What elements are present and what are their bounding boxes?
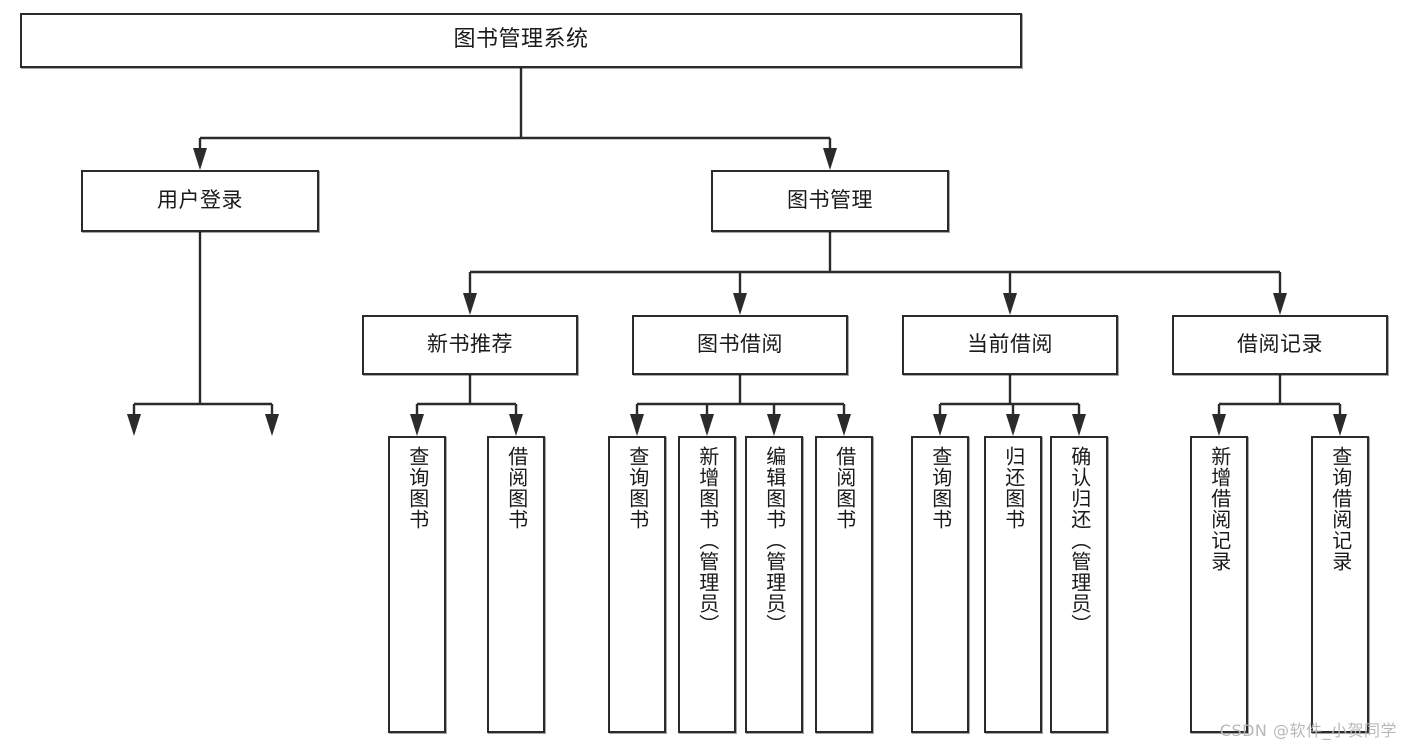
node-label-current-query-book: 查询图书 (928, 446, 953, 530)
arrow-to-current-borrow (1003, 293, 1017, 315)
node-label-borrow-edit-book-admin: 编辑图书（管理员） (762, 446, 787, 635)
node-label-user-login: 用户登录 (157, 188, 243, 213)
node-recommend-borrow-book[interactable]: 借阅图书 (487, 436, 545, 733)
node-label-current-return-book: 归还图书 (1001, 446, 1026, 530)
node-label-current-confirm-return-admin: 确认归还（管理员） (1067, 446, 1092, 635)
arrow-to-recommend-query-book (410, 414, 424, 436)
node-recommend-query-book[interactable]: 查询图书 (388, 436, 446, 733)
arrow-to-borrow-query-book (630, 414, 644, 436)
arrow-to-user-logout-action (265, 414, 279, 436)
node-user-login[interactable]: 用户登录 (81, 170, 319, 232)
arrow-to-user-login-action (127, 414, 141, 436)
node-book-management[interactable]: 图书管理 (711, 170, 949, 232)
arrow-to-recommend-borrow-book (509, 414, 523, 436)
node-root[interactable]: 图书管理系统 (20, 13, 1022, 68)
node-label-borrow-add-book-admin: 新增图书（管理员） (695, 446, 720, 635)
node-current-return-book[interactable]: 归还图书 (984, 436, 1042, 733)
arrow-to-current-confirm-return-admin (1072, 414, 1086, 436)
node-label-book-borrow: 图书借阅 (697, 332, 783, 357)
node-label-root: 图书管理系统 (453, 27, 589, 53)
node-label-borrow-borrow-book: 借阅图书 (832, 446, 857, 530)
node-current-confirm-return-admin[interactable]: 确认归还（管理员） (1050, 436, 1108, 733)
node-borrow-borrow-book[interactable]: 借阅图书 (815, 436, 873, 733)
node-record-query[interactable]: 查询借阅记录 (1311, 436, 1369, 733)
node-book-borrow[interactable]: 图书借阅 (632, 315, 848, 375)
node-current-borrow[interactable]: 当前借阅 (902, 315, 1118, 375)
arrow-to-borrow-borrow-book (837, 414, 851, 436)
arrow-to-borrow-edit-book-admin (767, 414, 781, 436)
node-label-borrow-query-book: 查询图书 (625, 446, 650, 530)
watermark-text: CSDN @软件_小贺同学 (1219, 721, 1397, 740)
node-borrow-add-book-admin[interactable]: 新增图书（管理员） (678, 436, 736, 733)
node-current-query-book[interactable]: 查询图书 (911, 436, 969, 733)
node-record-add[interactable]: 新增借阅记录 (1190, 436, 1248, 733)
arrow-to-borrow-record (1273, 293, 1287, 315)
node-label-borrow-record: 借阅记录 (1237, 332, 1323, 357)
arrow-to-current-return-book (1006, 414, 1020, 436)
node-label-new-book-recommend: 新书推荐 (427, 332, 513, 357)
node-label-current-borrow: 当前借阅 (967, 332, 1053, 357)
node-label-recommend-query-book: 查询图书 (405, 446, 430, 530)
arrow-to-book-management (823, 148, 837, 170)
node-borrow-record[interactable]: 借阅记录 (1172, 315, 1388, 375)
node-borrow-edit-book-admin[interactable]: 编辑图书（管理员） (745, 436, 803, 733)
node-new-book-recommend[interactable]: 新书推荐 (362, 315, 578, 375)
arrow-to-current-query-book (933, 414, 947, 436)
node-label-book-management: 图书管理 (787, 188, 873, 213)
node-label-recommend-borrow-book: 借阅图书 (504, 446, 529, 530)
arrow-to-record-add (1212, 414, 1226, 436)
arrow-to-borrow-add-book-admin (700, 414, 714, 436)
arrow-to-book-borrow (733, 293, 747, 315)
arrow-to-record-query (1333, 414, 1347, 436)
node-label-record-query: 查询借阅记录 (1328, 446, 1353, 572)
node-borrow-query-book[interactable]: 查询图书 (608, 436, 666, 733)
arrow-to-user-login (193, 148, 207, 170)
arrow-to-new-book-recommend (463, 293, 477, 315)
node-label-record-add: 新增借阅记录 (1207, 446, 1232, 572)
